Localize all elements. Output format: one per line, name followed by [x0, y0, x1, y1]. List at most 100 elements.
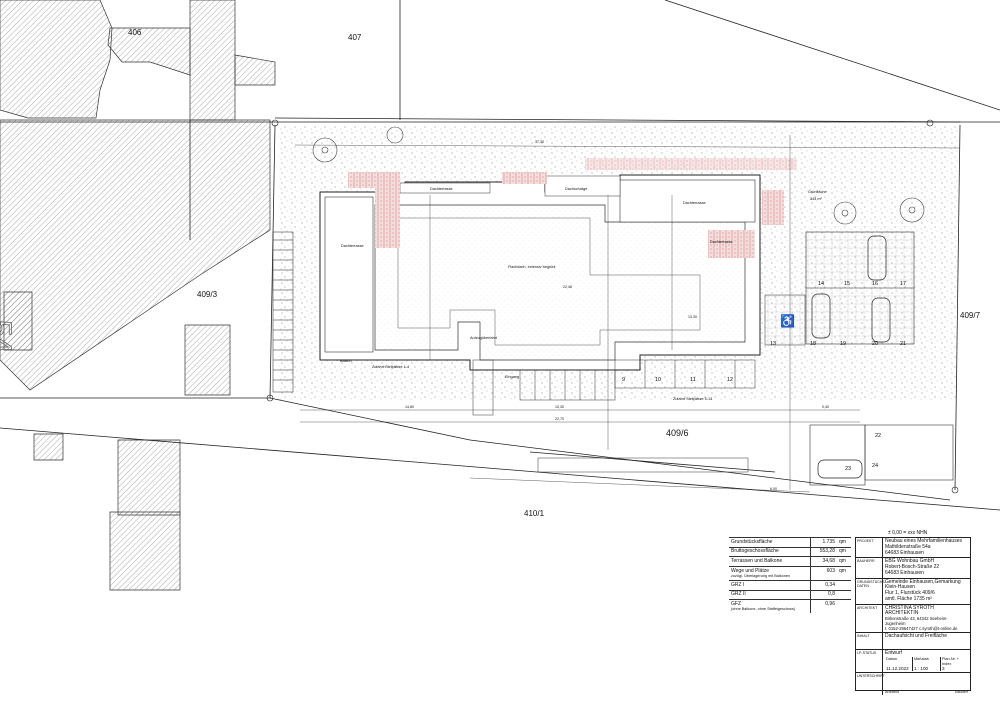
- paving-brick: [348, 158, 797, 258]
- tb-grundstueck-line: Flur 1, Flurstück 409/6: [885, 590, 935, 596]
- tb-bauherr-key: Bauherr: [856, 558, 883, 578]
- stall-12: 12: [727, 377, 733, 383]
- label-zufahrt-2: Zufahrt Stellplätze 5-13: [673, 397, 712, 401]
- tb-projekt-line: Neubau eines Mehrfamilienhauses: [885, 538, 962, 544]
- tb-inhalt-value: Dachaufsicht und Freifläche: [885, 633, 947, 640]
- dim-600: 6,00: [770, 487, 777, 491]
- tb-projekt-line: 64683 Einhausen: [885, 549, 924, 556]
- area-row-unit: [837, 579, 851, 591]
- tb-architekt-line: Birkenstraße 43, 64342 Seeheim-Jugenheim: [885, 616, 948, 626]
- stall-16: 16: [872, 281, 878, 287]
- area-row-label: Grundstücksfläche: [731, 538, 773, 545]
- area-row-value: 0,34: [810, 579, 837, 591]
- stall-24: 24: [872, 463, 878, 469]
- stall-13: 13: [770, 341, 776, 347]
- area-row-unit: [837, 599, 851, 614]
- parcel-label-409-3: 409/3: [197, 290, 218, 299]
- label-gruen-area: 344 m²: [810, 197, 823, 201]
- stall-10: 10: [655, 377, 661, 383]
- area-row-sub: zuzügl. Überlagerung mit Balkonen: [731, 574, 791, 579]
- label-flachdach: Flachdach, extensiv begrünt: [508, 265, 556, 269]
- dim-3730: 37,30: [535, 140, 544, 144]
- tb-status-value: Entwurf: [885, 650, 902, 657]
- tb-grundstueck: Grundstücks-daten Gemeinde Einhausen,Gem…: [856, 577, 970, 604]
- neighbour-buildings: [0, 0, 276, 591]
- parcel-label-407: 407: [348, 33, 362, 42]
- dim-040: 0,40: [822, 405, 829, 409]
- wheelchair-icon: ♿: [780, 314, 795, 328]
- area-row-unit: qm: [837, 556, 851, 567]
- tb-projekt-key: Projekt: [856, 538, 883, 558]
- tb-grid-datum: 11.12.2022: [885, 665, 913, 672]
- tree-icons: [312, 126, 925, 225]
- tb-status-key: LP-Status: [856, 650, 883, 673]
- stall-22: 22: [875, 433, 881, 439]
- stall-9: 9: [622, 377, 625, 383]
- stall-14: 14: [818, 281, 824, 287]
- tb-architekt-line: CHRISTINA SYROTH ARCHITEKTIN: [885, 604, 934, 617]
- dimension-lines: [294, 135, 961, 493]
- label-dachterrasse-brick: Dachterrasse: [710, 240, 733, 244]
- parcel-lines: [0, 0, 1000, 511]
- bike-stand: [272, 231, 294, 393]
- area-row-unit: qm: [837, 546, 851, 557]
- tb-inhalt-key: Inhalt: [856, 633, 883, 650]
- tb-inhalt: Inhalt Dachaufsicht und Freifläche: [856, 632, 970, 650]
- roof-flat: [374, 204, 746, 361]
- tb-grid-values: 11.12.2022 1 : 100 3: [885, 665, 968, 672]
- tb-sign-bauherr: Bauherr: [955, 690, 968, 695]
- tb-grid-datum-head: Datum: [885, 657, 913, 666]
- stall-18: 18: [810, 341, 816, 347]
- dim-2270: 22,70: [555, 417, 564, 421]
- tb-bauherr-line: Robert-Bosch-Straße 22: [885, 564, 940, 570]
- parcel-label-409-6: 409/6: [666, 428, 689, 438]
- label-aufzug: Aufzugüberfahrt: [470, 336, 498, 340]
- tb-grid-plan: 3: [942, 665, 945, 671]
- tb-unterschrift-key: Unterschrift: [856, 673, 885, 696]
- area-row-value: 34,68: [810, 556, 837, 567]
- area-row-value: 1.735: [810, 537, 837, 548]
- label-dachterrasse-left: Dachterrasse: [341, 244, 364, 248]
- tb-architekt-key: Architekt: [856, 604, 883, 633]
- stall-23: 23: [845, 466, 851, 472]
- tb-grid-head: Datum Maßstab Plan-Nr. + Index: [885, 657, 968, 666]
- label-zufahrt-1: Zufahrt Stellplätze 1-4: [372, 365, 409, 369]
- tb-grundstueck-line: amtl. Fläche 1735 m²: [885, 595, 932, 602]
- tb-grid-massstab-head: Maßstab: [913, 657, 941, 666]
- stall-20: 20: [872, 341, 878, 347]
- tb-grundstueck-key: Grundstücks-daten: [856, 578, 886, 604]
- area-row-value: 603: [810, 566, 837, 581]
- stall-15: 15: [844, 281, 850, 287]
- area-row-label: GFZ: [731, 600, 741, 607]
- house-number: 54: [0, 320, 17, 353]
- label-dachterrasse-right: Dachterrasse: [683, 201, 706, 205]
- parcel-label-406: 406: [128, 28, 142, 37]
- area-row-label: Bruttogeschossfläche: [731, 548, 779, 555]
- parcel-label-409-7: 409/7: [960, 311, 981, 320]
- tb-status: LP-Status Entwurf Datum Maßstab Plan-Nr.…: [856, 649, 970, 673]
- area-row-unit: [837, 589, 851, 600]
- stall-11: 11: [690, 377, 696, 383]
- area-row-unit: qm: [837, 537, 851, 548]
- dim-2246: 22,46: [563, 285, 572, 289]
- tb-architekt: Architekt CHRISTINA SYROTH ARCHITEKTIN B…: [856, 603, 970, 633]
- area-row: GFZ(ohne Balkone, ohne Staffelgeschoss)0…: [729, 599, 851, 614]
- tb-grid-plan-head: Plan-Nr. + Index: [942, 657, 959, 666]
- parcel-label-410-1: 410/1: [524, 509, 545, 518]
- label-dachterrasse-top: Dachterrasse: [430, 187, 453, 191]
- tb-projekt: Projekt Neubau eines Mehrfamilienhauses …: [856, 538, 970, 558]
- area-row-label: GRZ II: [731, 591, 746, 598]
- tb-bauherr-line: EBG Wohnbau GmbH: [885, 558, 935, 565]
- stall-21: 21: [900, 341, 906, 347]
- dim-1030: 10,30: [555, 405, 564, 409]
- tb-grid-massstab: 1 : 100: [913, 665, 941, 672]
- stall-row: [472, 359, 756, 473]
- label-eingang: Eingang: [505, 375, 519, 379]
